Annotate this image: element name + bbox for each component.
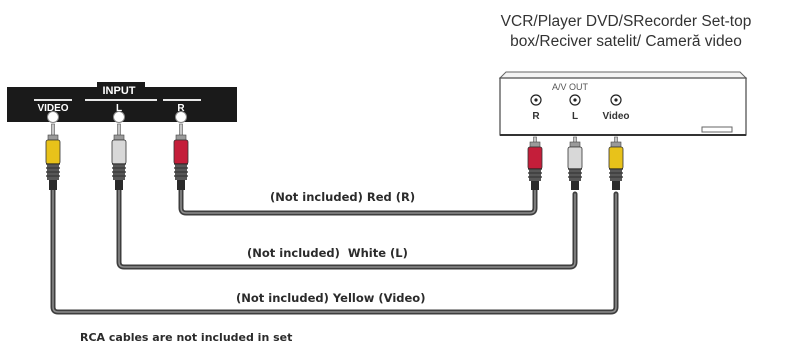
tv-jack-video[interactable] xyxy=(47,111,59,123)
tv-port-label-l: L xyxy=(116,103,122,114)
device-port-label-r: R xyxy=(532,111,540,122)
plug-red-device[interactable] xyxy=(527,136,543,190)
cable-label-red: (Not included) Red (R) xyxy=(270,190,416,204)
plug-yellow-tv[interactable] xyxy=(45,123,61,190)
cable-yellow xyxy=(50,187,619,315)
plug-yellow-device[interactable] xyxy=(608,136,624,190)
source-device-title: VCR/Player DVD/SRecorder Set-top box/Rec… xyxy=(468,12,784,52)
source-device-title-line-1: VCR/Player DVD/SRecorder Set-top xyxy=(500,13,752,30)
tv-jack-l[interactable] xyxy=(113,111,125,123)
cable-label-yellow: (Not included) Yellow (Video) xyxy=(236,291,426,305)
footnote: RCA cables are not included in set xyxy=(80,331,293,344)
device-port-label-l: L xyxy=(572,111,578,122)
tv-port-label-video: VIDEO xyxy=(37,103,68,114)
tv-input-panel: INPUT VIDEO L R xyxy=(7,82,237,123)
plug-white-device[interactable] xyxy=(567,136,583,190)
tv-jack-r[interactable] xyxy=(175,111,187,123)
device-port-label-video: Video xyxy=(602,111,629,122)
source-device-box: A/V OUT R L Video xyxy=(498,71,748,136)
plug-white-tv[interactable] xyxy=(111,123,127,190)
tv-panel-title: INPUT xyxy=(103,85,136,97)
plug-red-tv[interactable] xyxy=(173,123,189,190)
source-device-title-line-2: box/Reciver satelit/ Cameră video xyxy=(510,33,742,50)
cable-red xyxy=(178,182,538,216)
cable-white xyxy=(116,187,578,270)
cable-label-white: (Not included) White (L) xyxy=(247,246,408,260)
tv-port-label-r: R xyxy=(177,103,185,114)
av-out-label: A/V OUT xyxy=(552,82,589,92)
